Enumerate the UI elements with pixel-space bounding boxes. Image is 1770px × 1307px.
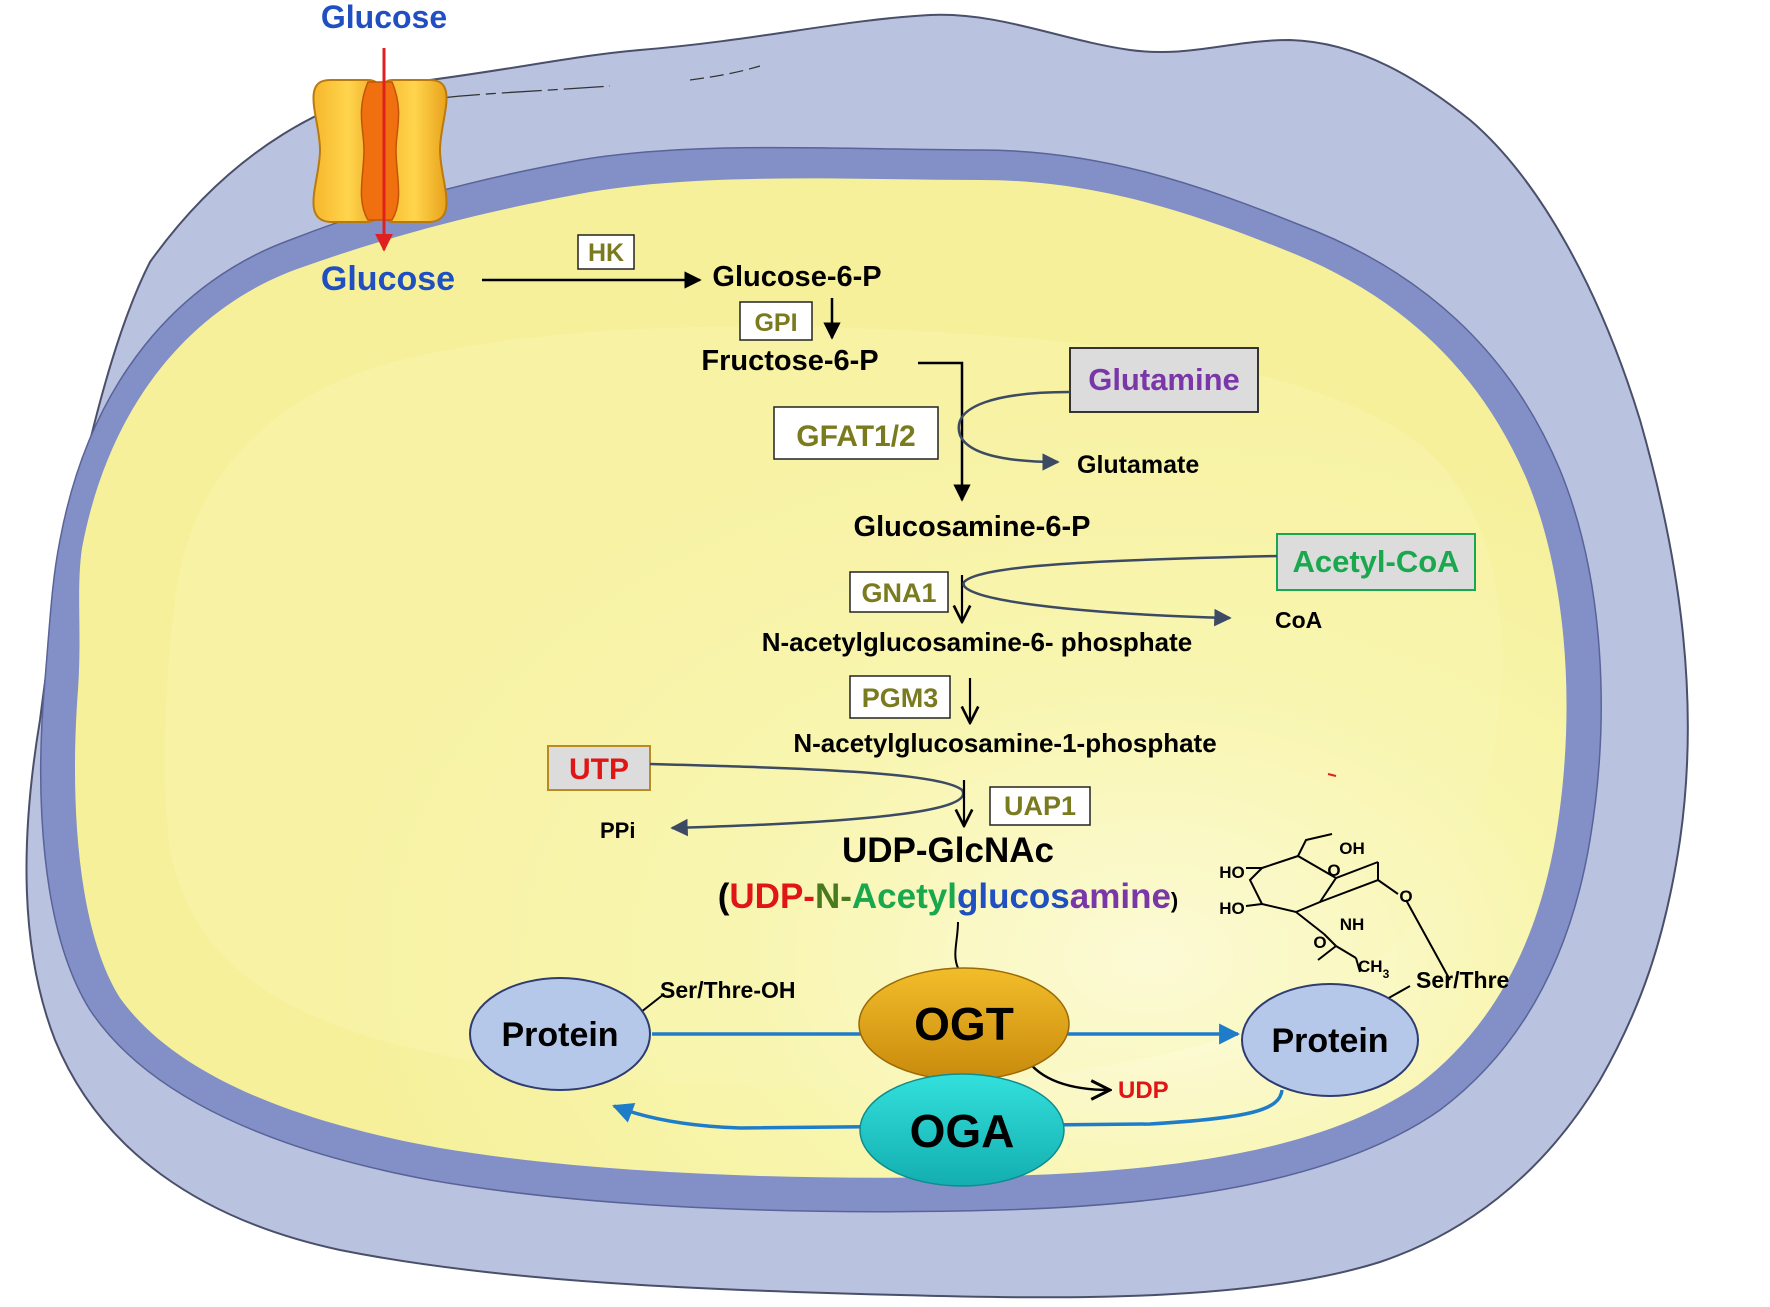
uap1-enzyme-box bbox=[989, 786, 1091, 826]
protein-right-label: Protein bbox=[1271, 1022, 1388, 1060]
gln6p-label: Glucosamine-6-P bbox=[854, 511, 1091, 543]
gna1-enzyme-label: GNA1 bbox=[861, 578, 936, 608]
acetyl-coa-box bbox=[1276, 533, 1476, 591]
glucose-outside-label: Glucose bbox=[321, 0, 447, 35]
ogt-label: OGT bbox=[914, 998, 1014, 1050]
fullname-amine: amine bbox=[1070, 877, 1171, 916]
structure-o-ring: O bbox=[1327, 861, 1340, 880]
structure-oh: OH bbox=[1339, 839, 1365, 858]
ppi-label: PPi bbox=[600, 818, 635, 843]
gfat-enzyme-box bbox=[773, 406, 939, 460]
gna1-enzyme-box bbox=[849, 571, 949, 613]
utp-label: UTP bbox=[569, 753, 629, 786]
fullname-udp: UDP- bbox=[729, 877, 815, 916]
glcnac-structure bbox=[1245, 833, 1451, 981]
structure-o-link: O bbox=[1399, 887, 1412, 906]
stray-red-mark bbox=[1327, 773, 1337, 777]
gfat-arrow bbox=[918, 361, 971, 502]
acetyl-coa-label: Acetyl-CoA bbox=[1292, 544, 1459, 579]
hk-enzyme-label: HK bbox=[588, 239, 624, 267]
utp-box bbox=[547, 745, 651, 791]
ser-thre-oh-label: Ser/Thre-OH bbox=[660, 977, 795, 1003]
structure-ho-1: HO bbox=[1219, 863, 1245, 882]
gpi-enzyme-box bbox=[739, 301, 813, 341]
structure-ch3: CH3 bbox=[1358, 957, 1390, 981]
f6p-label: Fructose-6-P bbox=[701, 345, 878, 377]
glutamine-curve-arrow bbox=[957, 390, 1071, 471]
utp-curve-arrow bbox=[649, 762, 965, 837]
udp-glcnac-fullname: (UDP-N-Acetylglucosamine) bbox=[718, 877, 1179, 916]
membrane-texture bbox=[439, 85, 611, 99]
glutamate-label: Glutamate bbox=[1077, 451, 1199, 479]
hk-enzyme-box bbox=[577, 234, 635, 270]
ser-thre-label: Ser/Thre bbox=[1416, 967, 1509, 993]
protein-left-label: Protein bbox=[501, 1016, 618, 1054]
fullname-paren-open: ( bbox=[718, 877, 730, 916]
glutamine-label: Glutamine bbox=[1088, 362, 1240, 397]
udp-glcnac-to-ogt-line bbox=[954, 921, 959, 969]
gpi-enzyme-label: GPI bbox=[754, 309, 797, 337]
cytoplasm-highlight bbox=[164, 326, 1502, 1087]
pgm3-enzyme-label: PGM3 bbox=[862, 683, 939, 713]
structure-nh: NH bbox=[1340, 915, 1365, 934]
pgm3-enzyme-box bbox=[849, 675, 951, 719]
coa-label: CoA bbox=[1275, 607, 1322, 633]
fullname-gluco: glucos bbox=[957, 877, 1070, 916]
protein-right bbox=[1241, 983, 1419, 1097]
protein-left bbox=[469, 977, 651, 1091]
fullname-paren-close: ) bbox=[1171, 888, 1178, 913]
udp-glcnac-label: UDP-GlcNAc bbox=[842, 831, 1054, 870]
udp-label: UDP bbox=[1118, 1077, 1169, 1104]
glcnac6p-label: N-acetylglucosamine-6- phosphate bbox=[762, 627, 1193, 657]
uap1-enzyme-label: UAP1 bbox=[1004, 791, 1076, 821]
fullname-n: N- bbox=[815, 877, 852, 916]
fullname-acetyl: Acetyl bbox=[852, 877, 957, 916]
oga-label: OGA bbox=[910, 1105, 1015, 1157]
glutamine-box bbox=[1069, 347, 1259, 413]
g6p-label: Glucose-6-P bbox=[712, 261, 881, 293]
membrane-texture-2 bbox=[689, 65, 761, 81]
structure-o-carbonyl: O bbox=[1313, 933, 1326, 952]
glucose-inside-label: Glucose bbox=[321, 260, 455, 298]
oga-flow-arrow bbox=[612, 1089, 1284, 1130]
acetyl-coa-curve-arrow bbox=[962, 554, 1278, 627]
glcnac1p-label: N-acetylglucosamine-1-phosphate bbox=[793, 728, 1216, 758]
cytoplasm bbox=[74, 178, 1567, 1178]
glucose-transporter-icon bbox=[312, 79, 448, 223]
gfat-enzyme-label: GFAT1/2 bbox=[796, 420, 915, 453]
structure-ho-2: HO bbox=[1219, 899, 1245, 918]
oga-enzyme bbox=[859, 1073, 1065, 1187]
